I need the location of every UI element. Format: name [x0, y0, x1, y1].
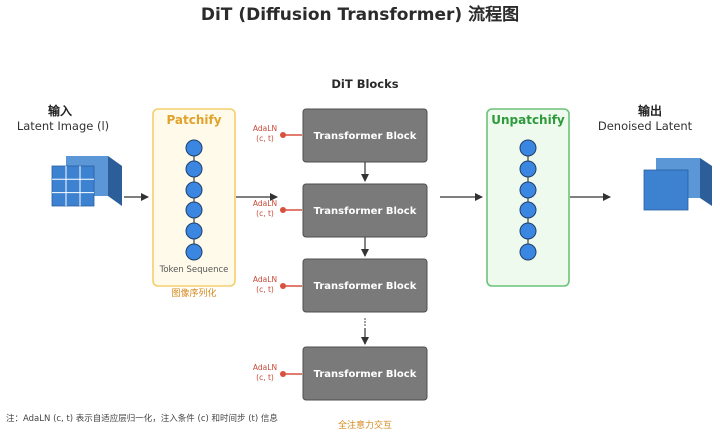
diagram-title: DiT (Diffusion Transformer) 流程图 — [201, 4, 519, 25]
transformer-block-3: Transformer Block — [302, 258, 428, 313]
input-sublabel: Latent Image (l) — [17, 119, 109, 133]
adaln-4-line1: AdaLN — [253, 363, 277, 372]
block-4-label: Transformer Block — [314, 369, 417, 380]
patchify-token-3 — [185, 181, 203, 199]
block-2-label: Transformer Block — [314, 206, 417, 217]
unpatchify-token-4 — [519, 201, 537, 219]
patchify-token-5 — [185, 222, 203, 240]
patchify-title: Patchify — [166, 113, 221, 127]
adaln-2-line2: (c, t) — [256, 209, 274, 218]
adaln-input-2: AdaLN (c, t) — [253, 199, 302, 218]
input-label: 输入 — [48, 103, 72, 118]
patchify-token-4 — [185, 201, 203, 219]
patchify-token-2 — [185, 160, 203, 178]
blocks-header: DiT Blocks — [331, 77, 398, 91]
output-sublabel: Denoised Latent — [598, 119, 693, 133]
unpatchify-token-stack — [519, 139, 537, 261]
blocks-caption: 全注意力交互 — [338, 419, 392, 431]
transformer-block-4: Transformer Block — [302, 346, 428, 401]
block-1-label: Transformer Block — [314, 131, 417, 142]
adaln-input-1: AdaLN (c, t) — [253, 124, 302, 143]
adaln-input-4: AdaLN (c, t) — [253, 363, 302, 382]
adaln-3-line2: (c, t) — [256, 285, 274, 294]
latent-cube-icon — [51, 156, 122, 207]
adaln-input-3: AdaLN (c, t) — [253, 275, 302, 294]
output-label: 输出 — [638, 103, 662, 118]
transformer-block-2: Transformer Block — [302, 183, 428, 238]
denoised-cube-icon — [643, 158, 712, 211]
adaln-3-line1: AdaLN — [253, 275, 277, 284]
adaln-2-line1: AdaLN — [253, 199, 277, 208]
patchify-token-1 — [185, 139, 203, 157]
token-sequence-caption: Token Sequence — [159, 265, 229, 275]
unpatchify-token-5 — [519, 222, 537, 240]
adaln-4-line2: (c, t) — [256, 373, 274, 382]
block-3-label: Transformer Block — [314, 281, 417, 292]
unpatchify-token-3 — [519, 181, 537, 199]
patchify-caption: 图像序列化 — [171, 287, 216, 299]
unpatchify-title: Unpatchify — [491, 113, 565, 127]
transformer-block-1: Transformer Block — [302, 108, 428, 163]
patchify-token-6 — [185, 243, 203, 261]
unpatchify-token-1 — [519, 139, 537, 157]
patchify-token-stack — [185, 139, 203, 261]
footnote: 注：AdaLN (c, t) 表示自适应层归一化，注入条件 (c) 和时间步 (… — [6, 413, 278, 424]
adaln-1-line2: (c, t) — [256, 134, 274, 143]
unpatchify-token-2 — [519, 160, 537, 178]
adaln-1-line1: AdaLN — [253, 124, 277, 133]
unpatchify-token-6 — [519, 243, 537, 261]
